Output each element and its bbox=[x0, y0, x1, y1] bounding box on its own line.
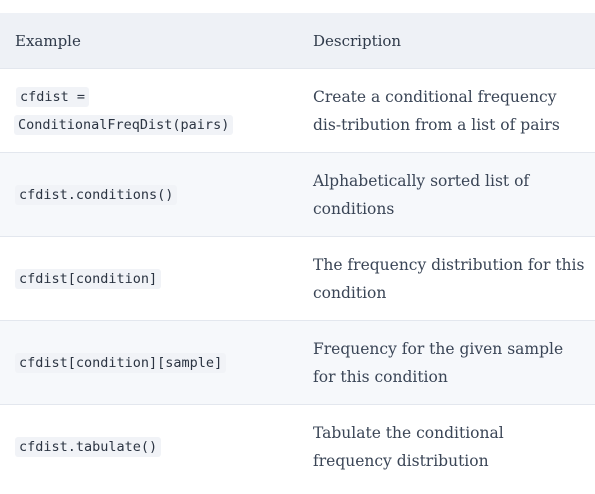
description-cell: Create a conditional frequency dis-tribu… bbox=[313, 87, 560, 134]
description-cell: Alphabetically sorted list of conditions bbox=[313, 171, 530, 218]
table-header-row: Example Description bbox=[0, 13, 595, 69]
table-row: cfdist = ConditionalFreqDist(pairs) Crea… bbox=[0, 69, 595, 153]
example-cell: cfdist = ConditionalFreqDist(pairs) bbox=[0, 83, 313, 139]
description-cell: Frequency for the given sample for this … bbox=[313, 339, 564, 386]
example-cell: cfdist[condition] bbox=[0, 265, 313, 293]
code-snippet: cfdist.tabulate() bbox=[15, 437, 162, 457]
description-cell: The frequency distribution for this cond… bbox=[313, 255, 585, 302]
reference-table: Example Description cfdist = Conditional… bbox=[0, 13, 595, 489]
example-cell: cfdist[condition][sample] bbox=[0, 349, 313, 377]
description-cell: Tabulate the conditional frequency distr… bbox=[313, 424, 504, 470]
code-snippet: cfdist[condition] bbox=[15, 268, 162, 289]
table-row: cfdist[condition] The frequency distribu… bbox=[0, 237, 595, 321]
code-snippet: cfdist.conditions() bbox=[15, 184, 178, 205]
code-snippet: cfdist[condition][sample] bbox=[15, 352, 227, 373]
code-snippet: cfdist = bbox=[16, 86, 90, 107]
table-row: cfdist.conditions() Alphabetically sorte… bbox=[0, 153, 595, 237]
table-row: cfdist.tabulate() Tabulate the condition… bbox=[0, 405, 595, 489]
example-cell: cfdist.conditions() bbox=[0, 181, 313, 209]
header-description: Description bbox=[313, 31, 402, 50]
example-cell: cfdist.tabulate() bbox=[0, 433, 313, 461]
header-example: Example bbox=[15, 31, 81, 50]
code-snippet: ConditionalFreqDist(pairs) bbox=[14, 114, 234, 135]
table-row: cfdist[condition][sample] Frequency for … bbox=[0, 321, 595, 405]
